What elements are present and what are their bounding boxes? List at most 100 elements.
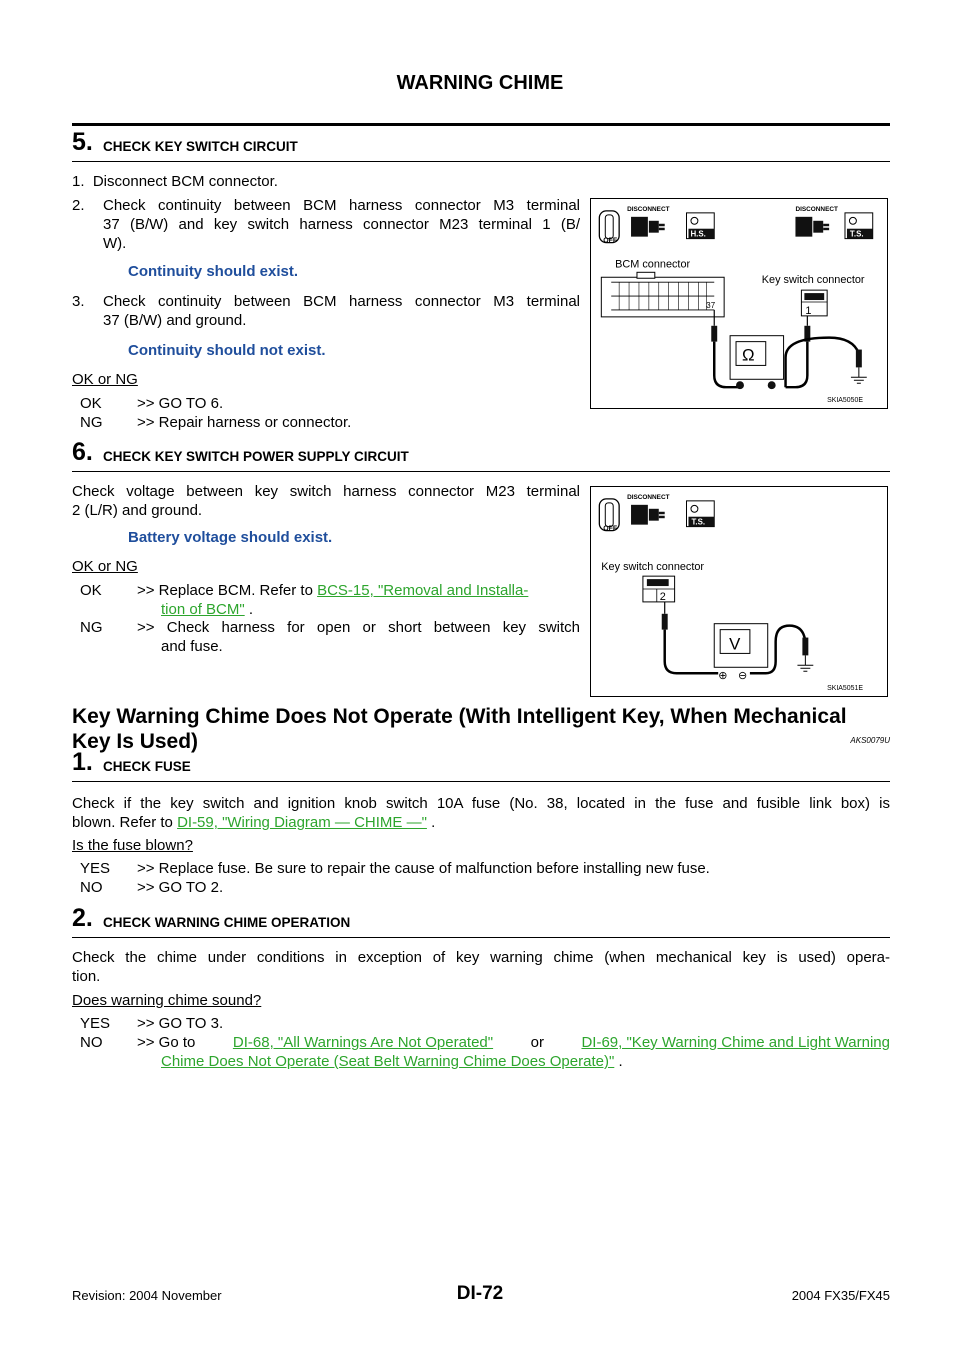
svg-text:H.S.: H.S. bbox=[690, 230, 705, 239]
step-6-spec: Battery voltage should exist. bbox=[128, 529, 333, 546]
link-di-68[interactable]: DI-68, "All Warnings Are Not Operated" bbox=[232, 1034, 494, 1051]
step-5-spec-2: Continuity should not exist. bbox=[128, 342, 326, 359]
step-number: 1. bbox=[72, 748, 93, 776]
svg-text:OFF: OFF bbox=[603, 238, 617, 245]
step-2-no-action: >> Go to DI-68, "All Warnings Are Not Op… bbox=[137, 1034, 890, 1051]
step-6-line-1: Check voltage between key switch harness… bbox=[72, 483, 580, 500]
step-6-ok-action: >> Replace BCM. Refer to BCS-15, "Remova… bbox=[137, 582, 529, 599]
link-di-69[interactable]: DI-69, "Key Warning Chime and Light Warn… bbox=[581, 1034, 890, 1051]
link-bcs-15[interactable]: BCS-15, "Removal and Installa- bbox=[317, 582, 529, 599]
terminal-2-label: 2 bbox=[660, 591, 666, 603]
step-2-line-2: tion. bbox=[72, 968, 101, 985]
header-rule bbox=[72, 123, 890, 126]
link-bcs-15-cont[interactable]: tion of BCM" bbox=[161, 601, 245, 618]
step-2-yes-action: >> GO TO 3. bbox=[137, 1015, 224, 1032]
key-switch-connector: 2 bbox=[642, 575, 676, 603]
step-5-item-2-line-2: 37 (B/W) and key switch harness connecto… bbox=[103, 216, 580, 233]
step-6-heading: 6. CHECK KEY SWITCH POWER SUPPLY CIRCUIT bbox=[72, 438, 890, 472]
svg-text:T.S.: T.S. bbox=[691, 518, 705, 527]
bcm-connector: 37 bbox=[600, 271, 725, 318]
svg-text:Ω: Ω bbox=[742, 345, 755, 364]
link-di-59[interactable]: DI-59, "Wiring Diagram — CHIME —" bbox=[177, 814, 427, 831]
step-6-ng-action-cont: and fuse. bbox=[161, 638, 223, 655]
section-title: Key Warning Chime Does Not Operate (With… bbox=[72, 705, 847, 753]
svg-text:DISCONNECT: DISCONNECT bbox=[627, 206, 670, 213]
step-1-yes-action: >> Replace fuse. Be sure to repair the c… bbox=[137, 860, 710, 877]
bcm-connector-label: BCM connector bbox=[615, 258, 690, 270]
step-number: 6. bbox=[72, 438, 93, 466]
step-1-question: Is the fuse blown? bbox=[72, 837, 193, 854]
harness-side-icon: H.S. bbox=[686, 212, 715, 240]
figure-code: SKIA5050E bbox=[827, 397, 863, 404]
footer-model: 2004 FX35/FX45 bbox=[791, 1288, 890, 1303]
svg-text:T.S.: T.S. bbox=[850, 230, 864, 239]
ignition-off-icon: OFF bbox=[598, 210, 620, 245]
ohmmeter-icon: Ω bbox=[729, 335, 785, 390]
step-1-heading: 1. CHECK FUSE bbox=[72, 748, 890, 782]
step-1-line-2: blown. Refer to DI-59, "Wiring Diagram —… bbox=[72, 814, 436, 831]
step-6-ok-key: OK bbox=[80, 582, 102, 599]
step-6-ng-key: NG bbox=[80, 619, 103, 636]
step-6-ng-action: >> Check harness for open or short betwe… bbox=[137, 619, 580, 636]
step-5-item-2-number: 2. bbox=[72, 197, 85, 214]
terminal-37-label: 37 bbox=[706, 301, 715, 310]
step-title: CHECK KEY SWITCH CIRCUIT bbox=[103, 139, 298, 154]
step-5-item-2-line-3: W). bbox=[103, 235, 127, 252]
step-title: CHECK KEY SWITCH POWER SUPPLY CIRCUIT bbox=[103, 449, 409, 464]
step-6-ok-action-cont: tion of BCM" . bbox=[161, 601, 254, 618]
link-di-69-cont[interactable]: Chime Does Not Operate (Seat Belt Warnin… bbox=[161, 1053, 615, 1070]
figure-code: SKIA5051E bbox=[827, 685, 863, 692]
step-5-ok-action: >> GO TO 6. bbox=[137, 395, 224, 412]
key-switch-connector: 1 bbox=[800, 289, 828, 317]
figure-key-switch-power-supply: OFF DISCONNECT T.S. Key switch connector… bbox=[590, 486, 888, 697]
footer-page-number: DI-72 bbox=[456, 1283, 504, 1304]
step-2-yes-key: YES bbox=[80, 1015, 111, 1032]
step-5-item-3-number: 3. bbox=[72, 293, 85, 310]
step-5-ok-or-ng: OK or NG bbox=[72, 371, 138, 388]
step-5-heading: 5. CHECK KEY SWITCH CIRCUIT bbox=[72, 128, 890, 162]
key-switch-connector-label: Key switch connector bbox=[601, 561, 704, 573]
step-number: 5. bbox=[72, 128, 93, 156]
terminal-side-icon: T.S. bbox=[844, 212, 874, 240]
svg-text:⊕: ⊕ bbox=[718, 670, 727, 682]
footer-revision: Revision: 2004 November bbox=[72, 1288, 222, 1303]
step-2-heading: 2. CHECK WARNING CHIME OPERATION bbox=[72, 904, 890, 938]
step-5-item-1: 1. Disconnect BCM connector. bbox=[72, 173, 278, 190]
voltmeter-icon: V ⊕ ⊖ bbox=[713, 623, 769, 682]
step-1-no-action: >> GO TO 2. bbox=[137, 879, 224, 896]
svg-text:DISCONNECT: DISCONNECT bbox=[795, 206, 838, 213]
svg-text:DISCONNECT: DISCONNECT bbox=[627, 494, 670, 501]
step-2-no-key: NO bbox=[80, 1034, 103, 1051]
step-title: CHECK WARNING CHIME OPERATION bbox=[103, 915, 351, 930]
step-5-item-2-line-1: Check continuity between BCM harness con… bbox=[103, 197, 580, 214]
step-5-ok-key: OK bbox=[80, 395, 102, 412]
step-title: CHECK FUSE bbox=[103, 759, 191, 774]
step-6-ok-or-ng: OK or NG bbox=[72, 558, 138, 575]
disconnect-icon: DISCONNECT bbox=[627, 206, 670, 237]
section-code: AKS0079U bbox=[850, 736, 890, 745]
step-2-no-action-cont: Chime Does Not Operate (Seat Belt Warnin… bbox=[161, 1053, 623, 1070]
step-5-spec-1: Continuity should exist. bbox=[128, 263, 299, 280]
ignition-off-icon: OFF bbox=[598, 498, 620, 533]
step-5-ng-action: >> Repair harness or connector. bbox=[137, 414, 352, 431]
step-5-item-3-line-1: Check continuity between BCM harness con… bbox=[103, 293, 580, 310]
svg-text:V: V bbox=[729, 634, 741, 653]
figure-key-switch-circuit: OFF DISCONNECT H.S. DISCONNECT T.S. BCM … bbox=[590, 198, 888, 409]
terminal-1-label: 1 bbox=[805, 305, 811, 317]
step-1-no-key: NO bbox=[80, 879, 103, 896]
step-1-yes-key: YES bbox=[80, 860, 111, 877]
step-5-item-3-line-2: 37 (B/W) and ground. bbox=[103, 312, 247, 329]
disconnect-icon: DISCONNECT bbox=[627, 494, 670, 525]
step-1-line-1: Check if the key switch and ignition kno… bbox=[72, 795, 890, 812]
step-number: 2. bbox=[72, 904, 93, 932]
step-6-line-2: 2 (L/R) and ground. bbox=[72, 502, 203, 519]
step-2-question: Does warning chime sound? bbox=[72, 992, 262, 1009]
step-2-line-1: Check the chime under conditions in exce… bbox=[72, 949, 890, 966]
page-title: WARNING CHIME bbox=[396, 72, 564, 94]
svg-text:⊖: ⊖ bbox=[738, 670, 747, 682]
step-5-ng-key: NG bbox=[80, 414, 103, 431]
disconnect-icon: DISCONNECT bbox=[795, 206, 838, 237]
terminal-side-icon: T.S. bbox=[686, 500, 715, 528]
key-switch-connector-label: Key switch connector bbox=[762, 274, 865, 286]
svg-text:OFF: OFF bbox=[603, 526, 617, 533]
